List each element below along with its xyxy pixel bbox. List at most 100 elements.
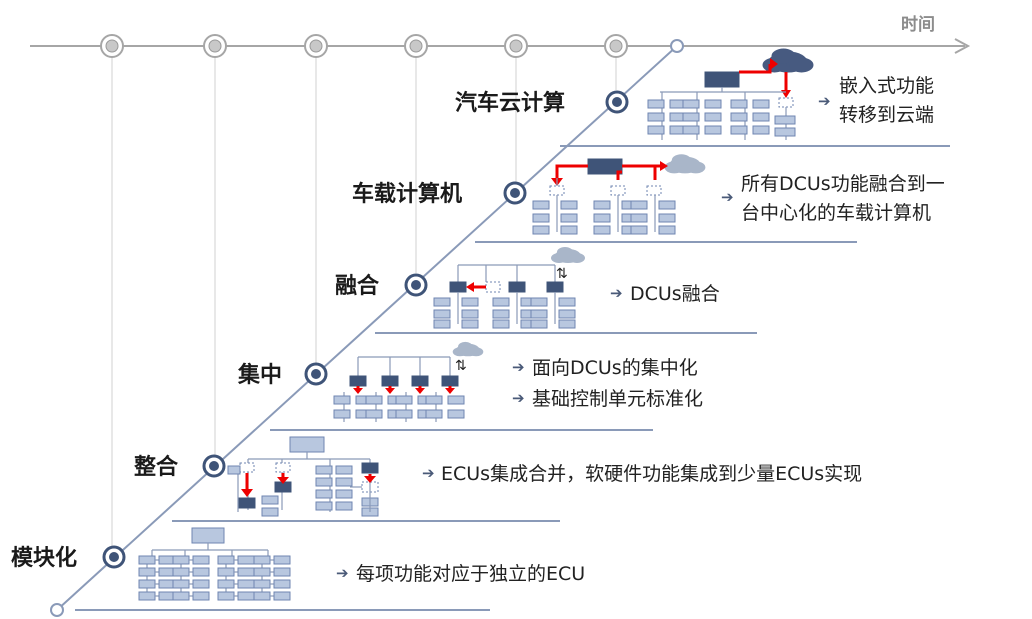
ecu-box [395, 409, 413, 419]
ecu-box [425, 395, 443, 405]
ecu-box [138, 591, 156, 601]
ecu-box [237, 555, 255, 565]
diagonal-end-node [670, 39, 684, 53]
ecu-box [395, 395, 413, 405]
ecu-box [333, 409, 351, 419]
ecu-box [492, 309, 510, 319]
ecu-box [335, 501, 353, 511]
stage-modular: 模块化 [11, 545, 126, 571]
stage-centralization: 集中 [237, 362, 328, 388]
ecu-box [365, 409, 383, 419]
stage-vehicle-computer: 车载计算机 [352, 181, 527, 207]
stage-label-integration: 整合 [134, 454, 179, 480]
ecu-box [253, 567, 271, 577]
dcu-box [441, 375, 459, 387]
ecu-box [593, 225, 611, 235]
ecu-box [172, 591, 190, 601]
desc-cloud-line-1: 嵌入式功能 [839, 75, 934, 97]
ecu-box [253, 591, 271, 601]
migration-arrowhead [466, 282, 474, 292]
ecu-box [273, 591, 291, 601]
dcu-fusion-icon: ⇅ [433, 247, 585, 329]
ecu-box [682, 125, 700, 135]
ecu-box [315, 489, 333, 499]
ecu-box [752, 125, 770, 135]
desc-integration: ➔ ECUs集成合并，软硬件功能集成到少量ECUs实现 [422, 463, 862, 485]
ecu-box [138, 567, 156, 577]
desc-integration-line-1: ECUs集成合并，软硬件功能集成到少量ECUs实现 [441, 463, 862, 485]
ecu-box [261, 507, 279, 517]
time-axis-ticks [100, 34, 628, 58]
ecu-box [192, 555, 210, 565]
time-droplines [111, 58, 617, 546]
stage-label-vehicle-computer: 车载计算机 [352, 181, 462, 207]
diagonal-start-node [50, 603, 64, 617]
ecu-box [273, 555, 291, 565]
migration-arrowhead [770, 58, 778, 70]
ecu-box [237, 579, 255, 589]
ecu-box [425, 409, 443, 419]
ecu-box [774, 115, 796, 125]
ecu-box [560, 200, 578, 210]
ecu-box [433, 319, 451, 329]
ecu-box [217, 555, 235, 565]
ecu-box [315, 501, 333, 511]
vehicle-computer-icon [532, 154, 706, 235]
ecu-box [335, 477, 353, 487]
migration-arrowhead [415, 388, 425, 394]
ecu-box [192, 579, 210, 589]
merged-ecu-placeholder [239, 462, 255, 473]
ecu-box [365, 395, 383, 405]
migration-arrowhead [445, 388, 455, 394]
stage-label-centralization: 集中 [237, 362, 282, 388]
migration-arrowhead [781, 90, 791, 98]
ecu-box [217, 579, 235, 589]
ecu-box [704, 125, 722, 135]
stage-fusion: 融合 [335, 273, 428, 299]
ecu-box [658, 213, 676, 223]
desc-vehicle-computer-line-2: 台中心化的车载计算机 [741, 202, 931, 224]
bullet-arrow-icon: ➔ [336, 564, 349, 582]
desc-cloud-line-2: 转移到云端 [839, 104, 934, 126]
time-tick-core [208, 39, 222, 53]
stage-cloud: 汽车云计算 [455, 90, 629, 116]
independent-ecu-tree-icon [138, 527, 291, 601]
migration-arrowhead [385, 388, 395, 394]
ecu-box [138, 555, 156, 565]
merged-ecu-placeholder [610, 185, 626, 196]
desc-modular-line-1: 每项功能对应于独立的ECU [356, 563, 585, 585]
cloud-computing-icon [647, 48, 814, 140]
gateway-box [191, 527, 225, 544]
ecu-box [192, 591, 210, 601]
ecu-box [630, 200, 648, 210]
ecu-box [217, 591, 235, 601]
ecu-box [237, 591, 255, 601]
wireless-icon: ⇅ [556, 266, 568, 282]
migration-arrowhead [277, 477, 289, 484]
ecu-box [730, 99, 748, 109]
ecu-box [530, 309, 548, 319]
ecu-box [335, 489, 353, 499]
desc-cloud: ➔ 嵌入式功能 转移到云端 [818, 75, 934, 126]
migration-arrow [616, 170, 622, 180]
ecu-box [138, 579, 156, 589]
ecu-box [682, 99, 700, 109]
dcu-box [349, 375, 367, 387]
ecu-box [333, 395, 351, 405]
ecu-box [593, 213, 611, 223]
ecu-box [647, 125, 665, 135]
ecu-box [658, 200, 676, 210]
ecu-box [461, 297, 479, 307]
time-axis-label: 时间 [901, 14, 935, 35]
dcu-box [381, 375, 399, 387]
ecu-box [558, 309, 576, 319]
merged-ecu-placeholder [549, 185, 565, 196]
merged-ecu-placeholder [485, 281, 501, 293]
ecu-box [647, 99, 665, 109]
ecu-box [237, 567, 255, 577]
ecu-box [492, 319, 510, 329]
time-axis: 时间 [30, 14, 971, 54]
cloud-icon [551, 247, 585, 263]
evolution-diagonal [50, 39, 684, 617]
bullet-arrow-icon: ➔ [610, 284, 623, 302]
